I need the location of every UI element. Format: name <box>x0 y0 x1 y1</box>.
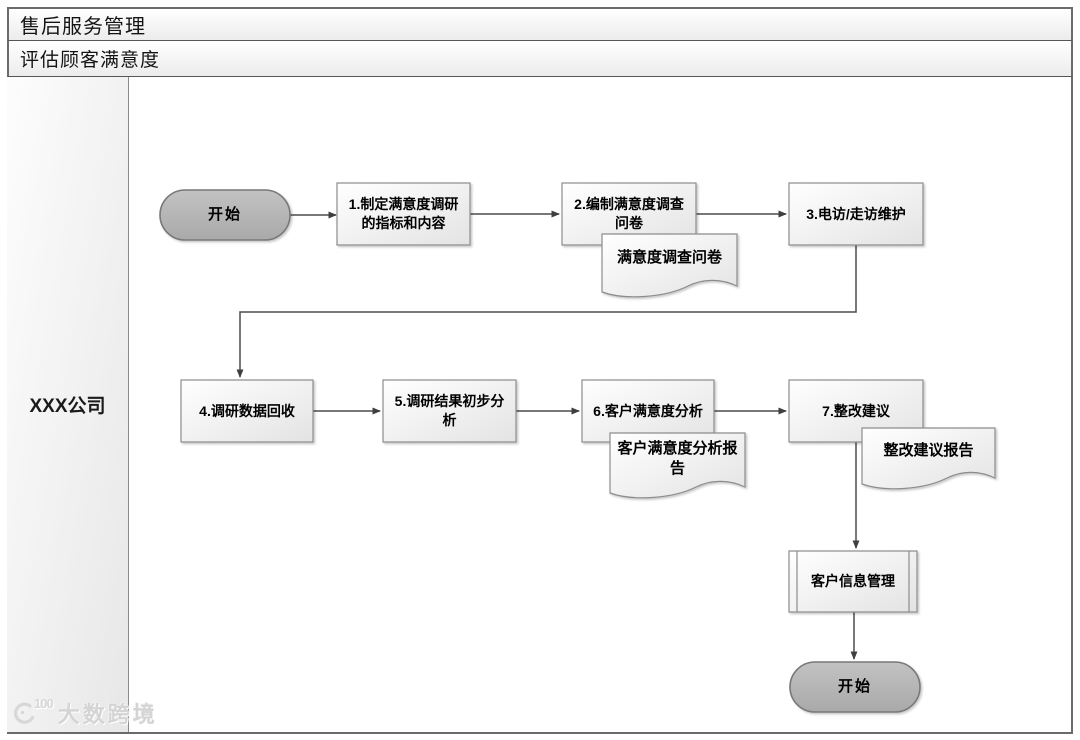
end-terminator-label: 开始 <box>837 677 872 695</box>
subprocess-label: 客户信息管理 <box>811 573 895 590</box>
process-label-6: 6.客户满意度分析 <box>593 402 703 419</box>
document-shape-2 <box>609 432 746 499</box>
process-box-3 <box>788 182 924 246</box>
process-box-4 <box>180 379 314 443</box>
document-label-3: 整改建议报告 <box>883 441 974 459</box>
watermark: 100 大数跨境 <box>10 696 158 729</box>
process-box-5 <box>382 379 517 443</box>
document-label-2: 客户满意度分析报告 <box>617 439 738 477</box>
process-label-7: 7.整改建议 <box>822 402 890 419</box>
subprocess-shape <box>788 550 918 613</box>
start-terminator-shape <box>159 189 291 241</box>
document-shape-1 <box>601 233 738 298</box>
connectors <box>236 210 860 661</box>
connector-3-to-4 <box>236 245 857 379</box>
start-terminator-label: 开始 <box>207 205 242 223</box>
phase-bar: 评估顾客满意度 <box>7 41 1073 77</box>
process-box-1 <box>336 182 471 246</box>
process-label-4: 4.调研数据回收 <box>199 402 295 419</box>
watermark-text: 大数跨境 <box>57 702 158 727</box>
process-label-3: 3.电访/走访维护 <box>806 205 906 222</box>
end-terminator-shape <box>789 661 921 713</box>
swimlane-header: XXX公司 <box>7 77 129 732</box>
document-shape-3 <box>861 427 996 490</box>
process-label-1: 1.制定满意度调研的指标和内容 <box>348 196 459 231</box>
watermark-logo-icon <box>14 702 35 724</box>
phase-title: 评估顾客满意度 <box>20 50 161 71</box>
watermark-logo-number: 100 <box>34 696 54 711</box>
subprocess-box <box>788 550 918 613</box>
process-label-5: 5.调研结果初步分析 <box>394 393 505 428</box>
title-bar: 售后服务管理 <box>7 7 1073 41</box>
lane-label: XXX公司 <box>29 396 106 417</box>
process-label-2: 2.编制满意度调查问卷 <box>574 196 684 231</box>
document-label-1: 满意度调查问卷 <box>616 248 722 266</box>
page-title: 售后服务管理 <box>20 16 146 38</box>
outer-frame <box>7 7 1073 734</box>
